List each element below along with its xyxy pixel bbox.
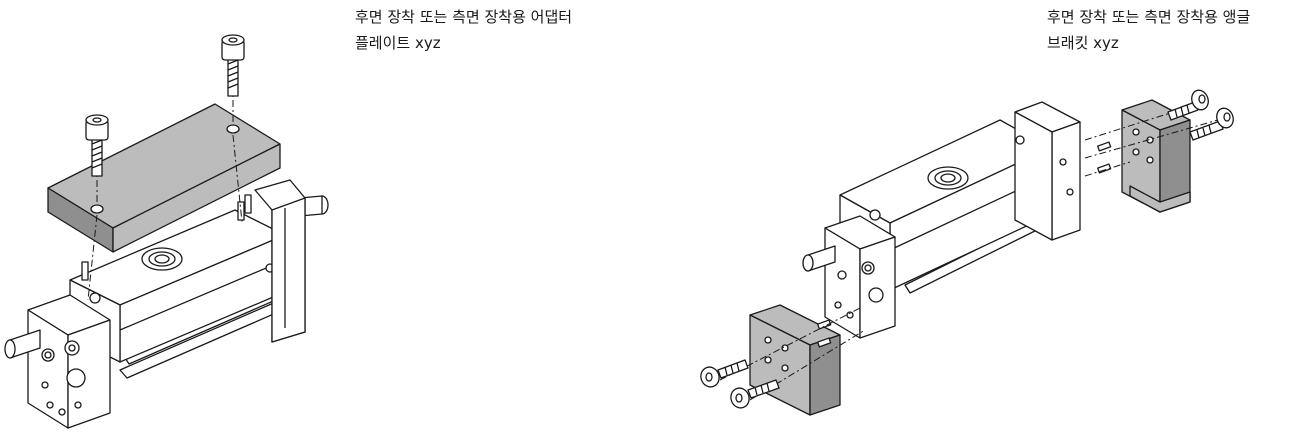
dowel-pins	[817, 141, 1112, 348]
socket-head-screw-1	[85, 114, 109, 177]
caption-adapter-plate: 후면 장착 또는 측면 장착용 어댑터 플레이트 xyz	[355, 4, 572, 56]
socket-head-screw-2	[1189, 107, 1234, 141]
angle-bracket-assembly-drawing	[700, 89, 1234, 416]
adapter-plate	[47, 103, 281, 253]
rear-end-block	[254, 179, 306, 343]
front-jaw-block	[802, 215, 896, 339]
socket-head-screw-1	[1167, 89, 1209, 121]
caption-angle-bracket-line2: 브래킷 xyz	[1047, 34, 1119, 52]
caption-angle-bracket-line1: 후면 장착 또는 측면 장착용 앵글	[1047, 8, 1251, 26]
front-jaw-block	[4, 294, 111, 429]
socket-head-screw-4	[730, 379, 780, 409]
rear-end-block	[1014, 101, 1081, 241]
socket-head-screw-3	[700, 359, 749, 388]
adapter-plate-assembly-drawing	[4, 34, 329, 429]
socket-head-screw-2	[221, 34, 245, 97]
caption-adapter-plate-line2: 플레이트 xyz	[355, 34, 441, 52]
caption-angle-bracket: 후면 장착 또는 측면 장착용 앵글 브래킷 xyz	[1047, 4, 1250, 56]
caption-adapter-plate-line1: 후면 장착 또는 측면 장착용 어댑터	[355, 8, 573, 26]
angle-bracket-upper	[1121, 99, 1191, 213]
